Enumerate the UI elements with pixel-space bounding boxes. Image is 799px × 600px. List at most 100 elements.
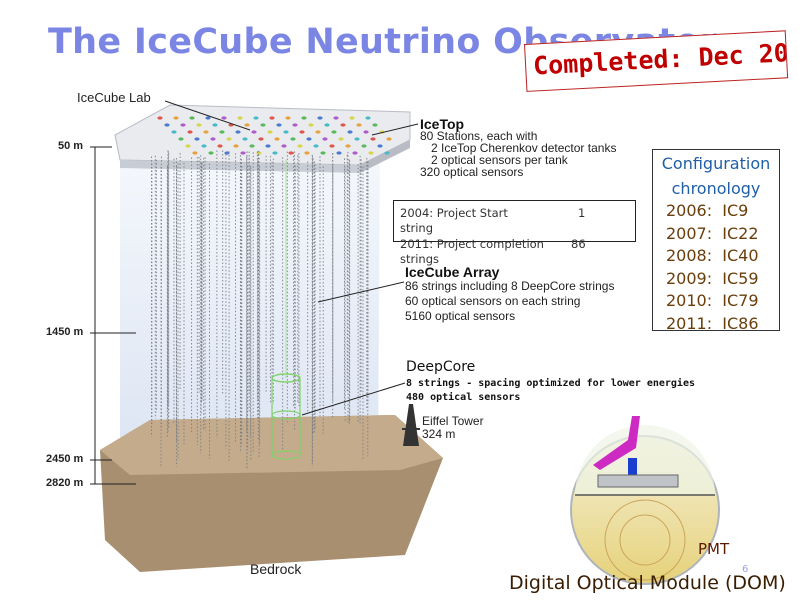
depth-scale — [90, 146, 136, 485]
eiffel-line-1: Eiffel Tower — [422, 414, 484, 428]
icetop-station — [249, 144, 255, 148]
icetop-station — [333, 116, 339, 120]
icetop-station — [386, 137, 392, 141]
icetop-station — [196, 123, 202, 127]
deepcore-line-2: 480 optical sensors — [406, 392, 521, 403]
icetop-station — [173, 116, 179, 120]
icetop-station — [210, 137, 216, 141]
icetop-station — [354, 137, 360, 141]
icetop-station — [269, 116, 275, 120]
icetop-station — [180, 123, 186, 127]
icetop-station — [384, 151, 390, 155]
icetop-station — [221, 116, 227, 120]
icetop-station — [189, 116, 195, 120]
icetop-station — [322, 137, 328, 141]
dom-caption: Digital Optical Module (DOM) — [509, 572, 786, 594]
icetop-station — [315, 130, 321, 134]
icetop-station — [201, 144, 207, 148]
icetop-station — [164, 123, 170, 127]
icetop-station — [267, 130, 273, 134]
icetop-station — [370, 137, 376, 141]
icetop-stations — [157, 116, 392, 155]
array-line-2: 60 optical sensors on each string — [405, 294, 581, 308]
bedrock-label: Bedrock — [250, 561, 302, 577]
array-line-1: 86 strings including 8 DeepCore strings — [405, 279, 615, 293]
icetop-station — [336, 151, 342, 155]
icetop-station — [306, 137, 312, 141]
icetop-station — [208, 151, 214, 155]
array-line-3: 5160 optical sensors — [405, 309, 516, 323]
icetop-title: IceTop — [420, 116, 465, 132]
project-complete-text: 2011: Project completion — [400, 237, 544, 251]
icetop-station — [283, 130, 289, 134]
icetop-station — [345, 144, 351, 148]
icetop-station — [171, 130, 177, 134]
icetop-station — [313, 144, 319, 148]
icetop-station — [304, 151, 310, 155]
icetop-station — [377, 144, 383, 148]
configuration-row: 2010: IC79 — [666, 291, 759, 310]
icetop-station — [251, 130, 257, 134]
depth-1450: 1450 m — [46, 326, 84, 338]
icetop-line-1: 80 Stations, each with — [420, 129, 538, 143]
icecube-lab-label: IceCube Lab — [77, 90, 151, 105]
surface-plate — [114, 104, 411, 166]
icetop-station — [340, 123, 346, 127]
project-box — [393, 200, 636, 242]
configuration-row: 2011: IC86 — [666, 313, 759, 333]
icetop-station — [363, 130, 369, 134]
icetop-station — [301, 116, 307, 120]
icetop-station — [290, 137, 296, 141]
icetop-station — [361, 144, 367, 148]
configuration-heading-2: chronology — [671, 179, 761, 198]
icetop-station — [329, 144, 335, 148]
project-start-cont: string — [400, 221, 434, 235]
page-number: 6 — [742, 564, 749, 575]
icetop-station — [242, 137, 248, 141]
icetop-station — [292, 123, 298, 127]
icetop-station — [203, 130, 209, 134]
configuration-box: Configuration chronology 2006: IC9 2007:… — [652, 149, 780, 333]
icetop-station — [338, 137, 344, 141]
depth-2820: 2820 m — [46, 477, 84, 489]
configuration-row: 2006: IC9 — [666, 201, 749, 220]
icetop-station — [352, 151, 358, 155]
icetop-station — [233, 144, 239, 148]
icetop-station — [237, 116, 243, 120]
project-complete-value: 86 — [571, 237, 586, 251]
icetop-line-3: 2 optical sensors per tank — [431, 153, 568, 167]
icetop-station — [260, 123, 266, 127]
icetop-station — [178, 137, 184, 141]
project-complete-cont: strings — [400, 252, 440, 266]
icetop-station — [219, 130, 225, 134]
icetop-station — [331, 130, 337, 134]
eiffel-line-2: 324 m — [422, 427, 456, 441]
icetop-station — [299, 130, 305, 134]
array-title: IceCube Array — [405, 264, 500, 280]
project-start-value: 1 — [578, 206, 586, 220]
icetop-station — [288, 151, 294, 155]
icetop-station — [226, 137, 232, 141]
icetop-station — [274, 137, 280, 141]
ice-volume — [120, 135, 380, 475]
icetop-station — [356, 123, 362, 127]
completed-text: Completed: Dec 2010 — [532, 36, 789, 81]
icetop-station — [308, 123, 314, 127]
icetop-station — [185, 144, 191, 148]
icetop-station — [187, 130, 193, 134]
dom-icon — [570, 416, 720, 585]
icetop-station — [324, 123, 330, 127]
deepcore-line-1: 8 strings - spacing optimized for lower … — [406, 378, 695, 389]
icetop-station — [212, 123, 218, 127]
icetop-station — [297, 144, 303, 148]
icetop-station — [244, 123, 250, 127]
icetop-station — [253, 116, 259, 120]
icecube-strings — [151, 150, 369, 470]
eiffel-tower-icon — [402, 404, 420, 446]
icetop-line-4: 320 optical sensors — [420, 165, 524, 179]
icetop-station — [317, 116, 323, 120]
icetop-station — [347, 130, 353, 134]
configuration-row: 2007: IC22 — [666, 223, 759, 243]
icetop-station — [258, 137, 264, 141]
